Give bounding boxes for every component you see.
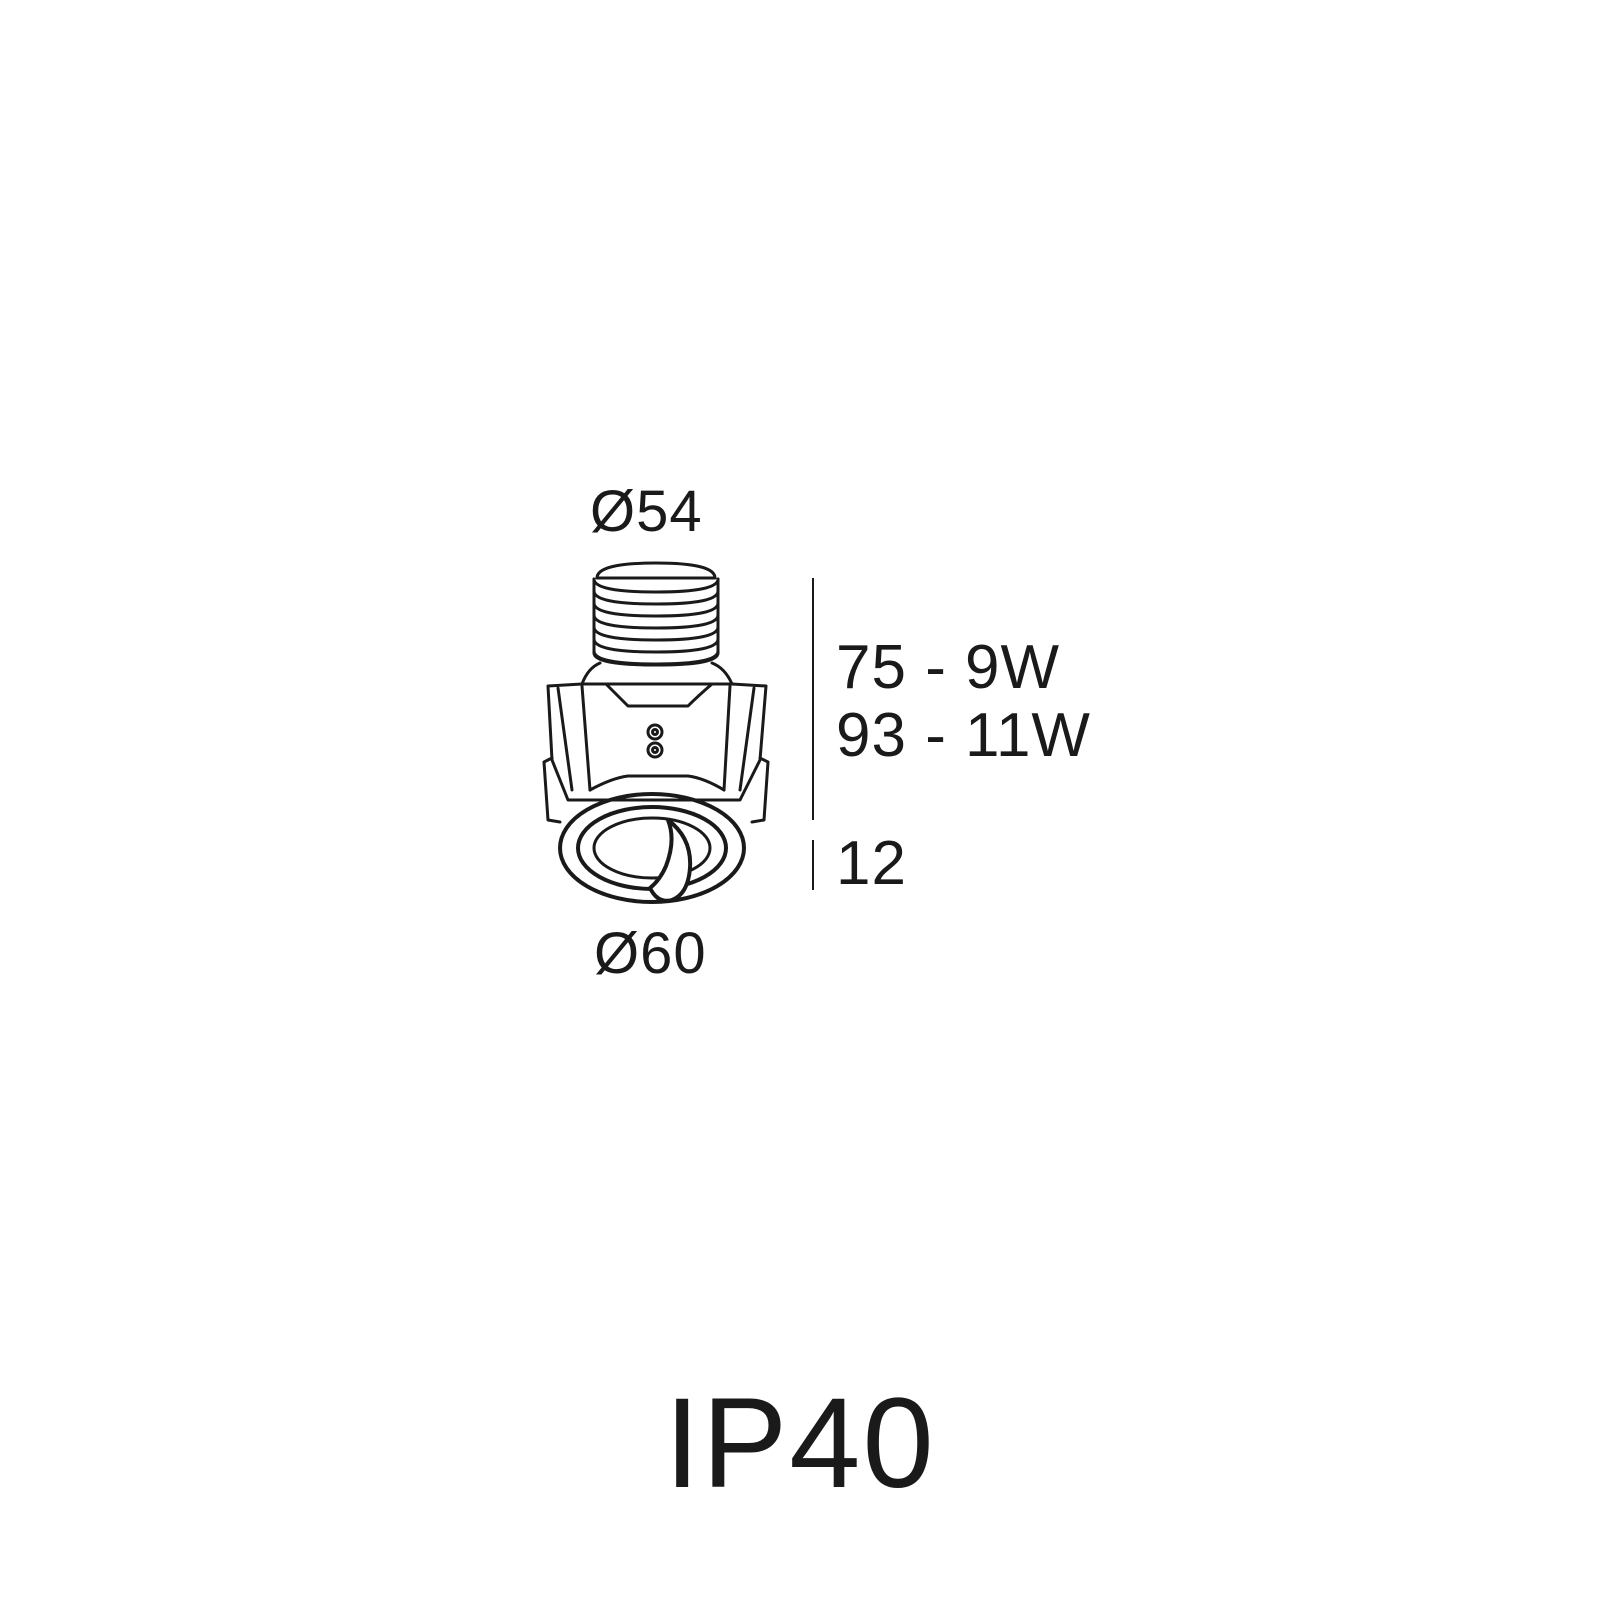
bottom-diameter-label: Ø60	[594, 921, 707, 986]
ip-rating-label: IP40	[664, 1372, 936, 1515]
neck	[580, 661, 734, 686]
heatsink-fins	[592, 561, 720, 667]
height-option-9w-label: 75 - 9W	[836, 633, 1061, 702]
screw-icon	[646, 723, 664, 759]
top-diameter-label: Ø54	[590, 479, 703, 544]
height-option-11w-label: 93 - 11W	[836, 701, 1091, 770]
recessed-downlight-drawing-icon	[542, 561, 770, 904]
front-bezel	[558, 792, 746, 904]
flange-height-label: 12	[836, 829, 907, 898]
body-housing	[542, 682, 770, 824]
